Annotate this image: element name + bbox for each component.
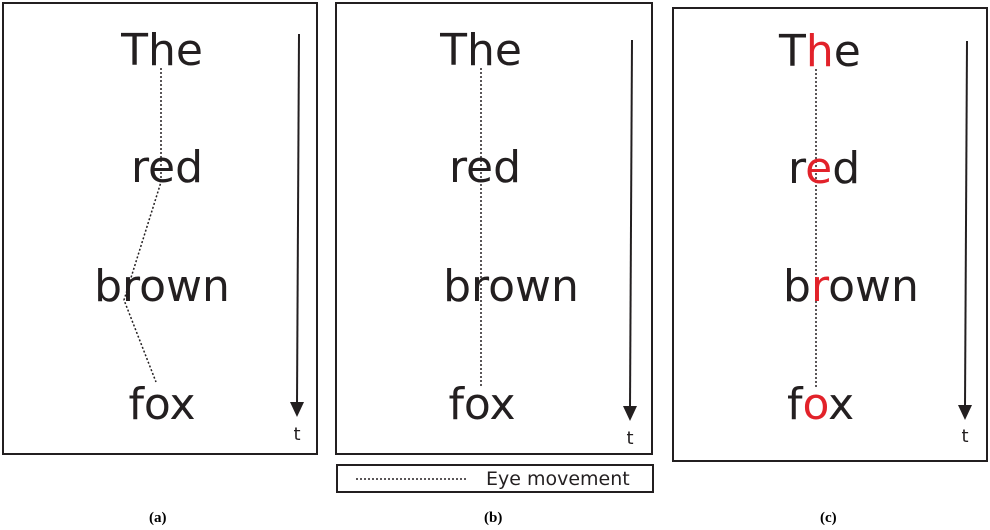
caption-c: (c) — [820, 510, 837, 526]
highlight-letter: h — [806, 26, 834, 77]
highlight-letter: r — [811, 261, 830, 312]
word-fox: fox — [128, 379, 195, 430]
time-arrow — [629, 39, 633, 409]
word-fox: fox — [448, 379, 515, 430]
highlight-letter: e — [805, 143, 832, 194]
time-axis-label: t — [961, 426, 968, 447]
word-the: The — [439, 25, 522, 76]
panel-a-canvas: The red brown fox t — [94, 25, 304, 445]
time-axis-label: t — [293, 424, 300, 445]
time-axis-label: t — [626, 428, 633, 449]
legend: Eye movement — [336, 464, 654, 493]
word-brown: brown — [783, 261, 919, 312]
panel-c: The red brown fox t — [672, 7, 988, 462]
word-red: red — [788, 143, 860, 194]
time-arrow — [296, 33, 300, 405]
caption-a: (a) — [149, 510, 167, 526]
word-the: The — [778, 26, 861, 77]
highlight-letter: o — [803, 379, 829, 430]
panel-a: The red brown fox t — [2, 2, 318, 455]
word-brown: brown — [94, 261, 230, 312]
legend-label: Eye movement — [486, 468, 630, 490]
time-arrow-head — [290, 402, 304, 417]
word-red: red — [449, 142, 521, 193]
time-arrow-head — [958, 405, 972, 420]
caption-b: (b) — [484, 510, 503, 526]
panel-b: The red brown fox t — [335, 2, 653, 455]
word-fox: fox — [787, 379, 854, 430]
time-arrow — [964, 40, 968, 408]
word-red: red — [131, 142, 203, 193]
panel-c-canvas: The red brown fox t — [778, 26, 972, 447]
time-arrow-head — [623, 406, 637, 421]
word-brown: brown — [443, 261, 579, 312]
panel-b-canvas: The red brown fox t — [439, 25, 637, 449]
eye-movement-path — [123, 68, 162, 383]
word-the: The — [120, 25, 203, 76]
